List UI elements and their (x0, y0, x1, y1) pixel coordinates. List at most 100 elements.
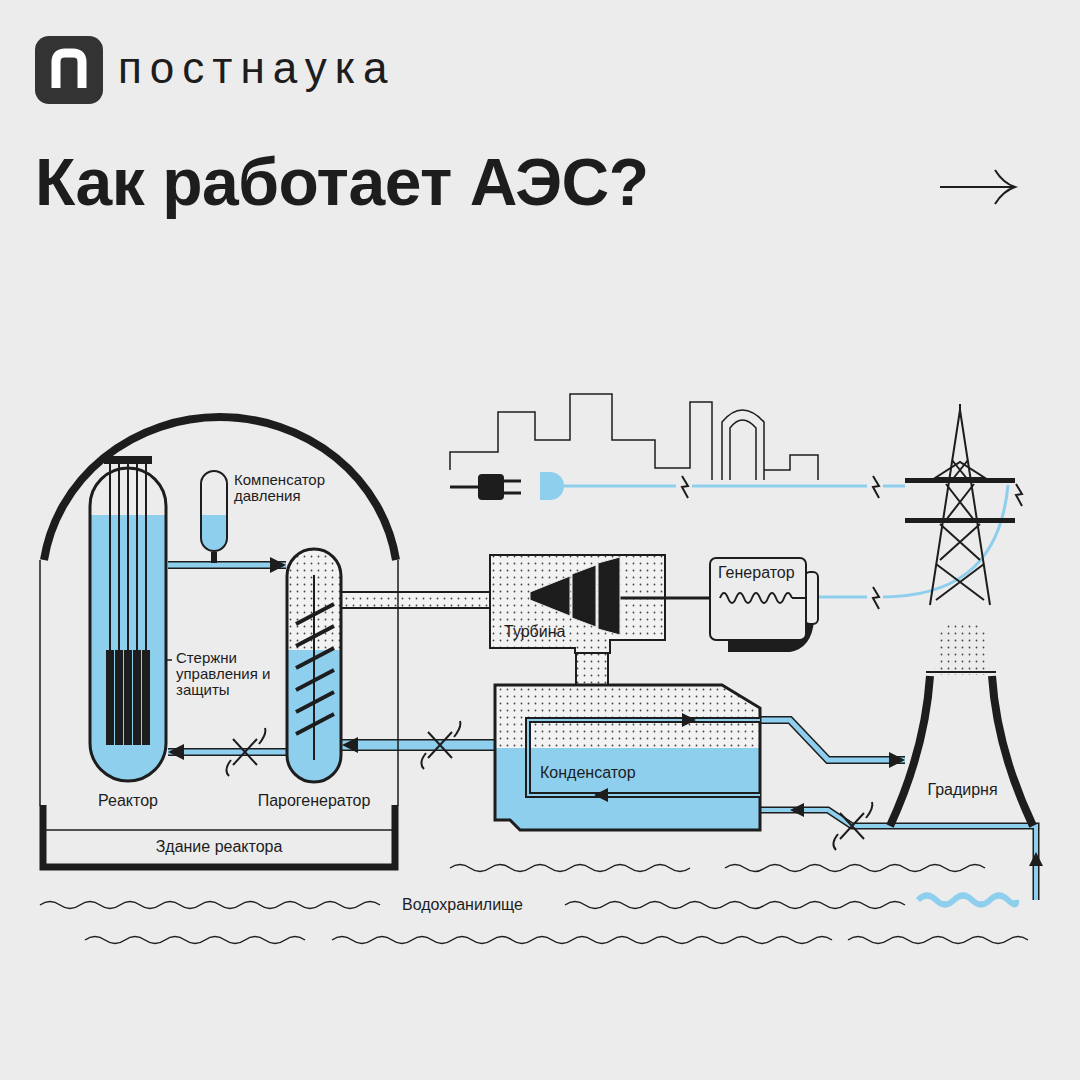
reactor-vessel-shape (88, 458, 168, 783)
logo-mark-part (56, 53, 82, 88)
city-outline-part (722, 410, 764, 480)
pylon-part (959, 404, 961, 412)
pylon-arms-part (905, 518, 1015, 523)
pipe-connector (665, 598, 710, 599)
reactor-vessel-shape-part (104, 456, 152, 464)
waves-part (332, 937, 832, 944)
power-wire-part (564, 485, 905, 488)
pipe-connector-part (342, 591, 490, 609)
plug-part (540, 472, 564, 500)
cooling-tower-shape (905, 676, 1020, 826)
condenser-shape-part (528, 720, 760, 795)
flow-arrow-part (1029, 852, 1043, 866)
city-outline-part (450, 394, 712, 480)
pylon-arms (905, 462, 1015, 523)
pipe-connector-part (342, 593, 490, 607)
pylon (930, 404, 990, 605)
pressurizer-shape-part (201, 471, 227, 551)
pipe-connector-part (577, 653, 607, 685)
pipe-connector-part (168, 748, 286, 756)
reactor-building: Здание реактора Реактор Компенсатор давлен… (40, 390, 398, 870)
pipe-connector-part (665, 597, 710, 600)
next-arrow-part (940, 186, 1015, 188)
pylon-arms-part (935, 462, 985, 478)
flow-arrow (790, 803, 1043, 866)
reactor-vessel: Реактор (88, 458, 168, 783)
lightning-symbol-part (867, 585, 883, 611)
lightning-symbol-part (676, 474, 692, 500)
pipe-connector (592, 653, 593, 685)
node-label: Генератор (718, 563, 795, 582)
turbine: Турбина (490, 553, 665, 653)
node-label: Здание реактора (40, 837, 398, 856)
cooling-water-pipe-part (918, 896, 1016, 905)
generator-shape-part (720, 593, 792, 603)
node-label: Компенсатор давления (234, 472, 374, 504)
reactor-building-shape-part (46, 829, 392, 831)
tower-steam-part (935, 621, 990, 675)
pipe-connector (342, 600, 490, 601)
pipe-connector (342, 745, 495, 746)
steam-generator-shape-part (296, 604, 334, 734)
pylon-part (936, 484, 984, 600)
reservoir-label: Водохранилище (398, 895, 527, 914)
valve-part (833, 802, 872, 850)
generator-stand-part (728, 640, 772, 652)
plug (450, 472, 564, 500)
node-label: Парогенератор (258, 791, 371, 810)
waves-part (565, 902, 905, 909)
condenser-shape-part (594, 713, 696, 802)
city-outline (450, 394, 818, 480)
pressurizer-shape (200, 470, 228, 552)
plug-part (478, 474, 504, 500)
title: Как работает АЭС? (35, 146, 649, 219)
next-arrow (940, 170, 1015, 204)
condenser-shape (495, 685, 760, 830)
callout-label: Стержни управления и защиты (176, 650, 284, 697)
pipe-connector-part (760, 720, 905, 760)
turbine-shape-part (490, 555, 665, 653)
valve-part (226, 728, 265, 776)
pipe-connector-part (168, 750, 286, 755)
pipe-connector-part (342, 739, 495, 751)
reactor-vessel-shape-part (106, 650, 150, 745)
waves-part (40, 902, 380, 909)
node-label: Турбина (504, 622, 565, 641)
reactor-vessel-shape-part (110, 464, 146, 650)
tower-steam (935, 621, 990, 675)
logo-mark-part (35, 36, 103, 104)
node-label: Градирня (905, 780, 1020, 799)
plug-part (450, 486, 478, 489)
cooling-water-pipe-part (760, 810, 1036, 900)
city-outline-part (730, 420, 756, 480)
plug-part (504, 480, 521, 483)
pipe-connector-part (342, 741, 495, 750)
generator-shape-part (710, 558, 806, 640)
pipe-connector-part (168, 561, 286, 569)
plug-part (504, 492, 521, 495)
steam-generator: Парогенератор (286, 548, 342, 783)
steam-generator-shape (286, 548, 342, 783)
waves (40, 865, 1028, 944)
pressurizer-shape-part (201, 515, 227, 551)
cooling-tower-shape-part (926, 671, 996, 673)
lightning-symbol-part (1016, 484, 1022, 506)
condenser: Конденсатор (495, 685, 760, 830)
lightning-symbol-part (873, 476, 879, 498)
logo-mark (35, 36, 103, 104)
reactor-building-shape-part (397, 560, 399, 806)
pipe-connector-part (760, 720, 905, 760)
generator-shape-part (792, 597, 806, 599)
waves-part (450, 865, 690, 872)
waves-part (85, 937, 305, 944)
lightning-symbol-part (682, 476, 688, 498)
logo-text: постнаука (118, 42, 395, 95)
cooling-tower-shape-part (890, 676, 1033, 826)
waves-part (848, 937, 1028, 944)
reactor-building-shape-part (43, 805, 395, 867)
pressurizer: Компенсатор давления (200, 470, 228, 552)
pylon-part (930, 410, 990, 605)
pressurizer-stem (211, 552, 217, 563)
condenser-shape-part (528, 720, 760, 795)
